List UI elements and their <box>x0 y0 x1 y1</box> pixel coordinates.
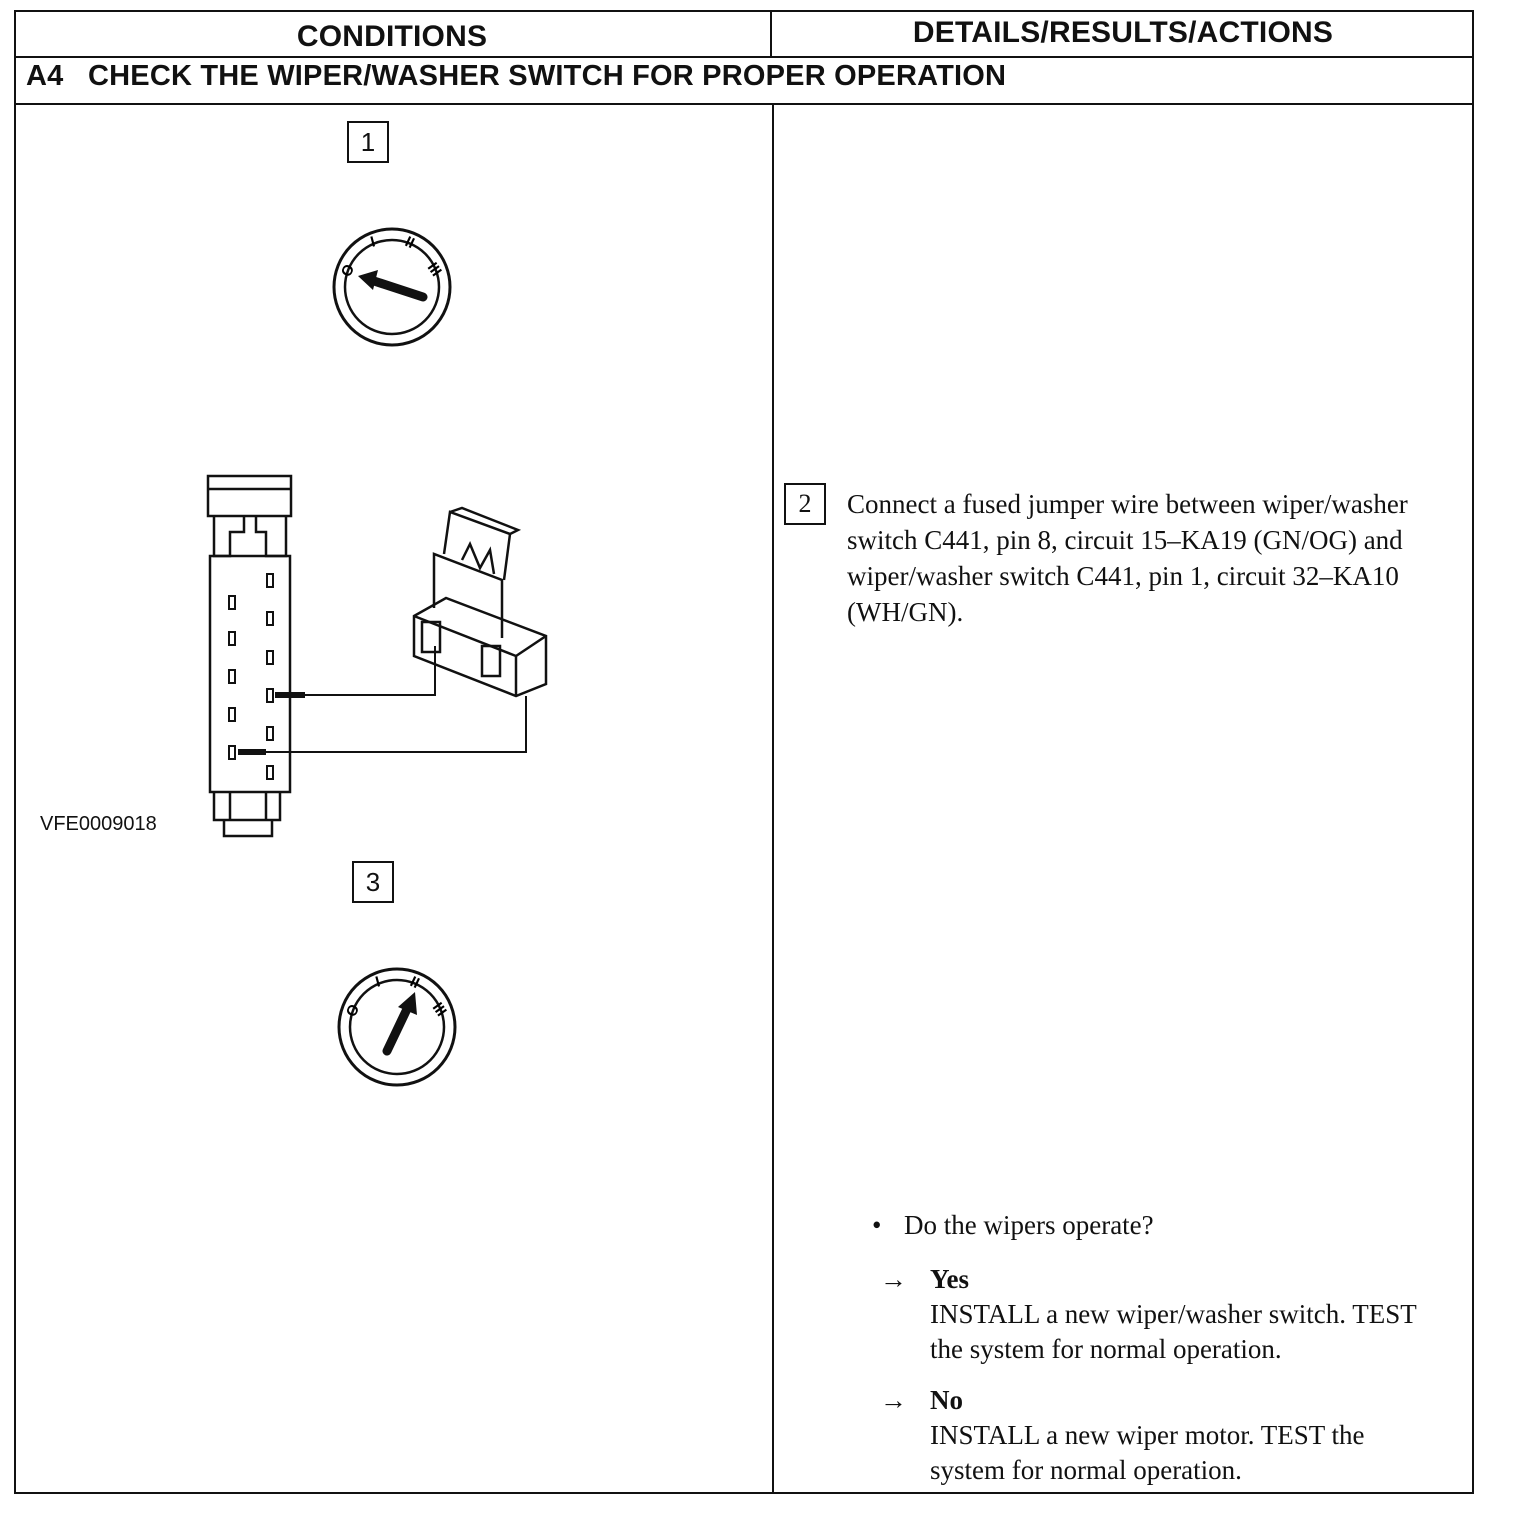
wiper-switch-dial-1-icon: O I II III <box>332 227 452 347</box>
header-row-divider <box>14 56 1474 58</box>
section-title: A4 CHECK THE WIPER/WASHER SWITCH FOR PROP… <box>26 60 1006 93</box>
column-divider-body <box>772 103 774 1494</box>
dial3-label-ii: II <box>407 973 422 992</box>
section-code: A4 <box>26 60 64 92</box>
section-row-divider <box>14 103 1474 105</box>
dial1-label-i: I <box>369 233 377 251</box>
dial1-label-ii: II <box>402 233 417 252</box>
question-item: • Do the wipers operate? <box>872 1210 1154 1241</box>
dial3-label-o: O <box>343 1001 364 1020</box>
result-no-action: INSTALL a new wiper motor. TEST the syst… <box>930 1420 1365 1485</box>
bullet-glyph: • <box>872 1210 882 1240</box>
dial3-label-i: I <box>374 973 382 991</box>
details-column-header: DETAILS/RESULTS/ACTIONS <box>912 16 1334 49</box>
arrow-icon: → <box>880 1264 907 1294</box>
result-yes-label: Yes <box>930 1264 969 1294</box>
figure-id: VFE0009018 <box>40 813 157 835</box>
column-divider-header <box>770 10 772 58</box>
conditions-column-header: CONDITIONS <box>296 20 488 53</box>
step-3-box: 3 <box>352 861 394 903</box>
dial3-label-iii: III <box>429 1000 450 1020</box>
result-no-label: No <box>930 1385 963 1415</box>
connector-jumper-wire-icon <box>206 474 548 838</box>
arrow-icon: → <box>880 1385 907 1415</box>
section-title-text: CHECK THE WIPER/WASHER SWITCH FOR PROPER… <box>88 60 1007 92</box>
step-1-box: 1 <box>347 121 389 163</box>
dial1-label-iii: III <box>424 260 445 280</box>
step-2-box: 2 <box>784 483 826 525</box>
procedure-table-frame <box>14 10 1474 1494</box>
dial1-label-o: O <box>338 261 359 280</box>
wiper-switch-dial-3-icon: O I II III <box>337 967 457 1087</box>
result-yes-action: INSTALL a new wiper/washer switch. TEST … <box>930 1299 1417 1364</box>
question-text: Do the wipers operate? <box>904 1210 1154 1240</box>
step-2-instruction: Connect a fused jumper wire between wipe… <box>847 489 1408 627</box>
